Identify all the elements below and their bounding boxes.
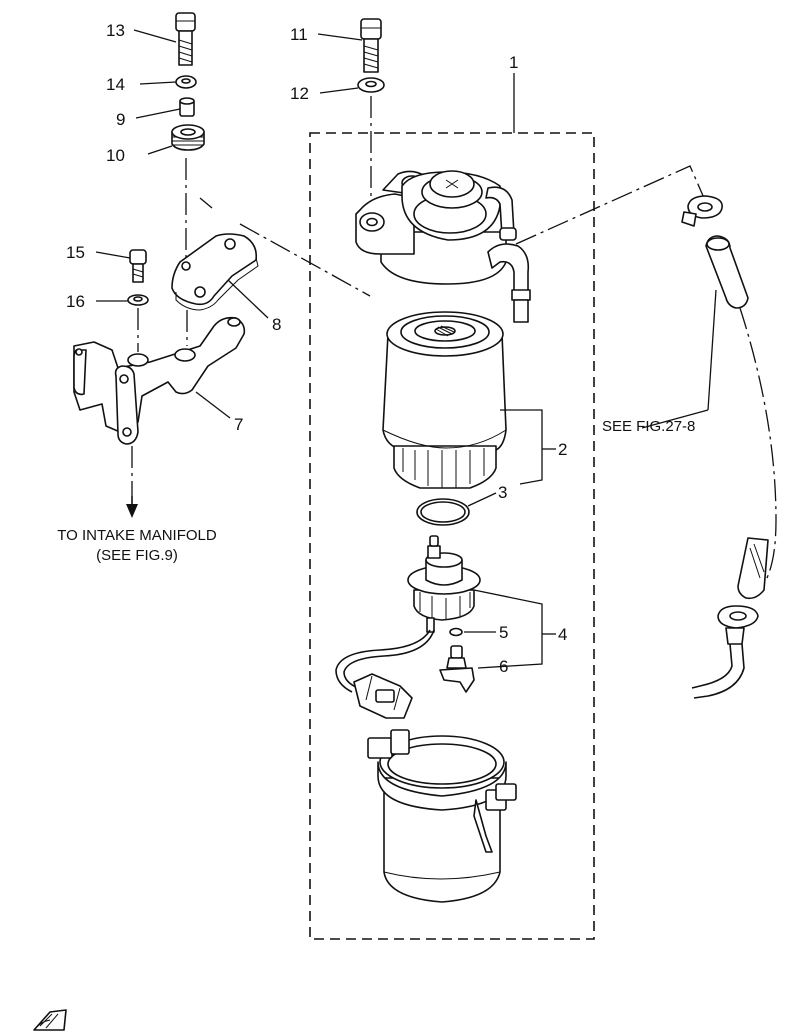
part-10-grommet (171, 124, 205, 151)
callout-5: 5 (499, 623, 508, 642)
assembly-1-boundary (309, 132, 595, 940)
callout-3: 3 (498, 483, 507, 502)
part-6-drain-plug (439, 645, 475, 693)
callout-15: 15 (66, 243, 85, 262)
leader-lines (95, 29, 717, 669)
sensor-wire-harness (335, 629, 435, 719)
callout-6: 6 (499, 657, 508, 676)
intake-manifold-note-line1: TO INTAKE MANIFOLD (57, 527, 217, 544)
see-fig-note: SEE FIG.27-8 (602, 418, 695, 435)
callout-13: 13 (106, 21, 125, 40)
callout-4: 4 (558, 625, 567, 644)
callout-1: 1 (509, 53, 518, 72)
intake-manifold-note-line2: (SEE FIG.9) (96, 547, 178, 564)
callout-8: 8 (272, 315, 281, 334)
hose-assembly (681, 195, 777, 699)
part-3-o-ring (416, 498, 470, 526)
filter-head (355, 170, 531, 323)
part-8-bracket-plate (171, 233, 259, 311)
arrow-to-intake-manifold (126, 446, 138, 518)
callout-2: 2 (558, 440, 567, 459)
part-13-bolt (175, 12, 196, 66)
part-7-mounting-bracket (73, 316, 246, 445)
part-16-washer (127, 294, 149, 306)
callout-11: 11 (290, 25, 308, 44)
callout-12: 12 (290, 84, 309, 103)
axis-line-head-to-hose (515, 165, 705, 245)
part-14-washer (175, 75, 197, 89)
book-icon (33, 1009, 67, 1031)
part-2-filter-element (382, 311, 507, 489)
part-15-bolt (129, 249, 147, 283)
callout-10: 10 (106, 146, 125, 165)
part-4-water-sensor (407, 535, 481, 633)
part-12-washer (357, 77, 385, 93)
callout-14: 14 (106, 75, 125, 94)
callout-7: 7 (234, 415, 243, 434)
part-9-collar (179, 97, 195, 117)
axis-line-bracket-to-head (199, 197, 371, 297)
callout-numbers: 1 2 3 4 5 6 7 8 9 10 11 12 13 14 15 16 (66, 21, 567, 676)
part-11-bolt (360, 18, 382, 73)
part-5-small-o-ring (449, 627, 463, 637)
callout-9: 9 (116, 110, 125, 129)
filter-bowl (367, 729, 517, 903)
callout-16: 16 (66, 292, 85, 311)
